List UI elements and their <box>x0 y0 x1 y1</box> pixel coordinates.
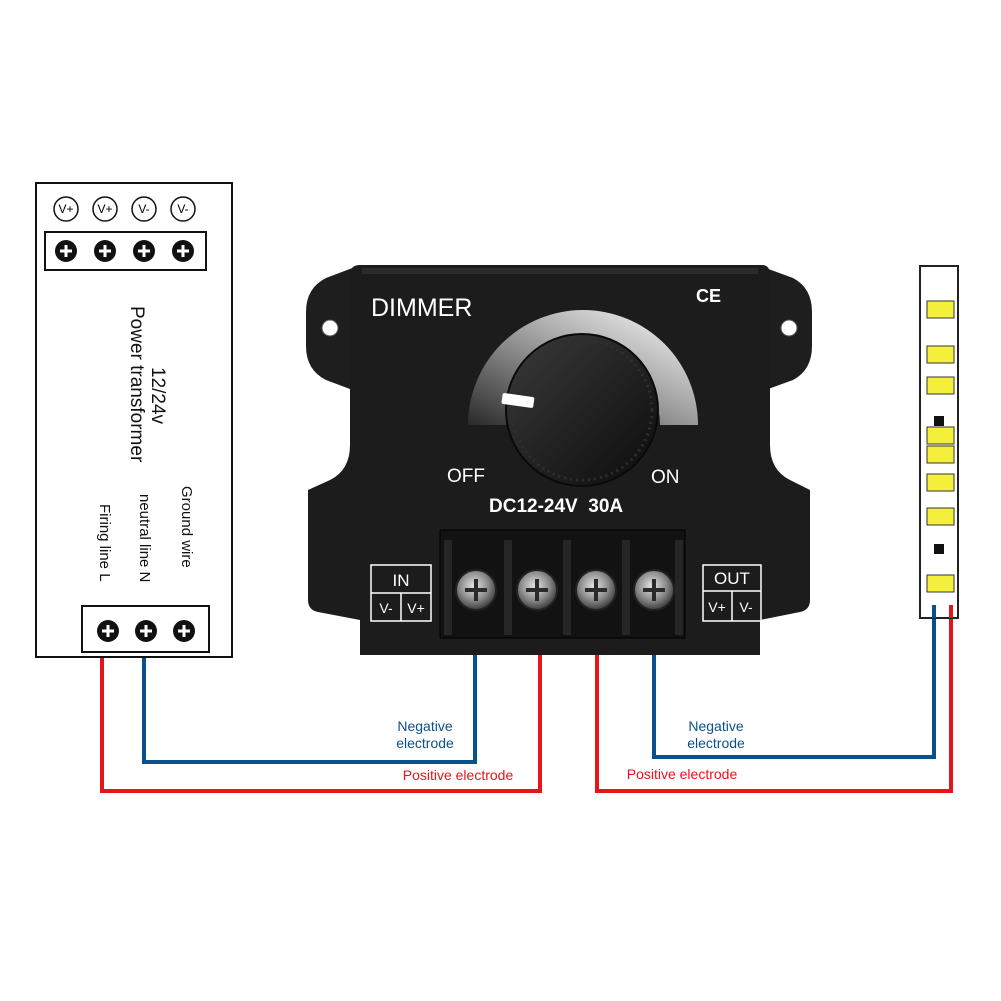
psu-label-firing: Firing line L <box>96 504 113 582</box>
psu-title-voltage: 12/24v <box>147 367 168 425</box>
psu-output-screws <box>55 240 194 262</box>
plus-screw-icon <box>55 240 77 262</box>
out-title: OUT <box>714 569 750 588</box>
psu-title-name: Power transformer <box>126 306 147 463</box>
left-positive-wire <box>100 612 542 793</box>
resistor-icon <box>934 544 944 554</box>
plus-screw-icon <box>94 240 116 262</box>
psu-label-ground: Ground wire <box>178 486 195 568</box>
right-negative-label-1: Negative <box>688 718 743 734</box>
dimmer-bevel <box>362 268 758 274</box>
led-chip <box>926 345 955 364</box>
terminal-dividers <box>444 540 683 635</box>
out-neg-label: V- <box>739 599 753 615</box>
wires <box>100 612 953 793</box>
ce-mark: CE <box>696 286 721 306</box>
plus-screw-icon <box>172 240 194 262</box>
plus-screw-icon <box>97 620 119 642</box>
plus-screw-icon[interactable] <box>455 569 497 611</box>
led-chip <box>926 426 955 445</box>
on-label: ON <box>651 467 680 488</box>
knob-indicator <box>501 393 535 408</box>
out-label-block: OUT V+ V- <box>702 564 762 622</box>
plus-screw-icon[interactable] <box>575 569 617 611</box>
power-supply: V+ V+ V- V- 12/24v Power transformer Gro… <box>35 182 233 658</box>
brightness-arc <box>468 310 698 425</box>
psu-label-vplus-1: V+ <box>58 202 73 216</box>
in-label-block: IN V- V+ <box>370 564 432 622</box>
right-negative-label-2: electrode <box>687 735 745 751</box>
dimmer-screws <box>455 569 675 611</box>
rotary-knob-icon[interactable] <box>501 333 659 487</box>
plus-screw-icon <box>133 240 155 262</box>
mount-hole-icon <box>321 319 339 337</box>
psu-label-vminus-1: V- <box>138 202 149 216</box>
led-chips <box>926 300 955 593</box>
out-pos-label: V+ <box>708 599 726 615</box>
led-chip <box>926 445 955 464</box>
led-chip <box>926 376 955 395</box>
led-chip <box>926 507 955 526</box>
in-neg-label: V- <box>379 600 393 616</box>
psu-label-vminus-2: V- <box>177 202 188 216</box>
left-negative-label-2: electrode <box>396 735 454 751</box>
led-chip <box>926 300 955 319</box>
right-positive-label: Positive electrode <box>627 766 738 782</box>
plus-screw-icon <box>135 620 157 642</box>
left-negative-label-1: Negative <box>397 718 452 734</box>
in-pos-label: V+ <box>407 600 425 616</box>
dimmer-title: DIMMER <box>371 294 472 322</box>
led-chip <box>926 574 955 593</box>
psu-output-labels: V+ V+ V- V- <box>53 196 196 222</box>
mount-hole-icon <box>780 319 798 337</box>
led-chip <box>926 473 955 492</box>
wire-labels: Negative electrode Positive electrode Ne… <box>396 718 745 783</box>
psu-label-vplus-2: V+ <box>97 202 112 216</box>
plus-screw-icon <box>173 620 195 642</box>
in-title: IN <box>393 571 410 590</box>
off-label: OFF <box>447 466 485 487</box>
left-negative-wire <box>142 612 477 764</box>
plus-screw-icon[interactable] <box>633 569 675 611</box>
led-strip <box>919 265 959 619</box>
psu-input-screws <box>97 620 195 642</box>
dimmer: DIMMER CE OFF ON DC12-24V 30A <box>306 265 812 655</box>
psu-label-neutral: neutral line N <box>136 494 153 582</box>
right-negative-wire <box>652 612 936 759</box>
resistor-icon <box>934 416 944 426</box>
right-positive-wire <box>595 612 953 793</box>
rating-label: DC12-24V 30A <box>489 496 623 517</box>
plus-screw-icon[interactable] <box>516 569 558 611</box>
left-positive-label: Positive electrode <box>403 767 514 783</box>
